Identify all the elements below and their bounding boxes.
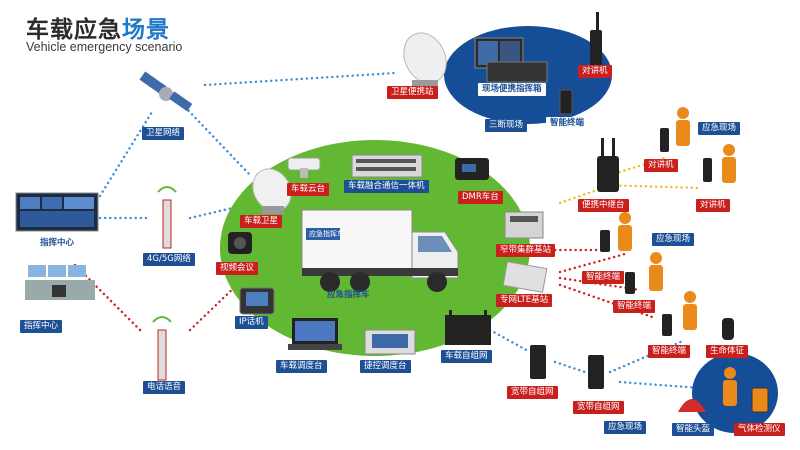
label-command-vehicle: 应急指挥车 [327, 290, 370, 300]
label-portable-relay: 便携中继台 [578, 199, 629, 212]
narrowband-base-icon [504, 211, 544, 239]
label-sanduan: 三断现场 [485, 119, 528, 132]
label-smart-r1: 智能终端 [582, 271, 625, 284]
responder-4-icon [649, 252, 663, 291]
label-phone-voice: 电话语音 [143, 381, 186, 394]
label-walkie-r1: 对讲机 [644, 159, 678, 172]
control-dispatch-console-icon [364, 329, 416, 355]
line-adhoc-wb1 [488, 328, 532, 354]
label-command-center-2: 指挥中心 [20, 320, 63, 333]
fusion-comm-unit-icon [351, 154, 423, 178]
line-phone-video [188, 280, 242, 332]
responders [618, 107, 737, 406]
smart-terminal-top-icon [559, 89, 573, 115]
vehicle-adhoc-router-icon [445, 310, 491, 345]
label-satellite-network: 卫星网络 [142, 127, 185, 140]
line-wb1-wb2 [553, 360, 587, 374]
ip-phone-icon [239, 287, 275, 315]
label-vital-signs: 生命体征 [706, 345, 749, 358]
video-conference-camera-icon [228, 232, 252, 254]
vehicle-satellite-dish-icon [252, 168, 292, 214]
portable-relay-icon [597, 138, 619, 192]
line-wb2-bottom [618, 380, 702, 390]
label-walkie-r2: 对讲机 [696, 199, 730, 212]
label-video-conf: 视频会议 [216, 262, 259, 275]
walkie-top-icon [590, 12, 602, 66]
command-desk-icon [25, 265, 95, 300]
responder-6-icon [723, 367, 737, 406]
gimbal-camera-icon [287, 157, 321, 178]
command-truck-icon [301, 209, 459, 292]
title-accent: 场景 [122, 17, 170, 43]
label-satellite-portable: 卫星便携站 [387, 86, 438, 99]
vehicle-dispatch-console-icon [288, 318, 342, 350]
label-dmr: DMR车台 [458, 191, 503, 204]
line-relay-b [598, 183, 702, 190]
smart-r2-icon [625, 272, 635, 294]
label-command-center-1: 指挥中心 [40, 238, 75, 248]
label-scene-mid: 应急现场 [652, 233, 695, 246]
line-lte-a [558, 252, 627, 274]
dmr-radio-icon [455, 158, 489, 180]
tower-phone-icon [152, 316, 172, 381]
label-smart-r3: 智能终端 [648, 345, 691, 358]
label-vehicle-gimbal: 车载云台 [287, 183, 330, 196]
wideband-2-icon [588, 355, 604, 389]
label-scene-right-top: 应急现场 [698, 122, 741, 135]
command-center-screens-icon [15, 192, 99, 232]
smart-r1-icon [600, 230, 610, 252]
lte-base-icon [502, 261, 548, 293]
gas-detector-icon [751, 387, 769, 413]
walkie-r1-icon [660, 128, 669, 152]
label-vehicle-adhoc: 车载自组网 [441, 350, 492, 363]
vital-band-icon [722, 318, 734, 340]
line-lte-c [558, 283, 657, 320]
responder-3-icon [618, 212, 632, 251]
line-wb2-vital [608, 338, 687, 374]
line-center-satnet [98, 110, 154, 198]
label-gas-detector: 气体检测仪 [734, 423, 785, 436]
line-satnet-vsat [183, 105, 252, 177]
label-wideband-2: 宽带自组网 [573, 401, 624, 414]
label-smart-terminal-top: 智能终端 [546, 117, 589, 130]
page-subtitle: Vehicle emergency scenario [26, 40, 183, 54]
label-vehicle-satellite: 车载卫星 [240, 215, 283, 228]
page-title: 车载应急场景 [26, 10, 170, 44]
right-devices [530, 128, 734, 389]
label-4g5g: 4G/5G网络 [143, 253, 195, 266]
label-ip-phone: IP话机 [235, 316, 268, 329]
responder-2-icon [722, 144, 736, 183]
portable-command-box-icon [474, 37, 548, 83]
wideband-1-icon [530, 345, 546, 379]
label-smart-r2: 智能终端 [613, 300, 656, 313]
label-scene-bottom: 应急现场 [604, 421, 647, 434]
smart-helmet-icon [678, 399, 706, 412]
truck-side-text: 应急指挥车 [309, 230, 344, 238]
title-main: 车载应急 [26, 17, 122, 43]
label-narrowband-base: 窄带集群基站 [496, 244, 556, 257]
satellite-icon [139, 71, 193, 112]
smart-r3-icon [662, 314, 672, 336]
label-smart-helmet: 智能头盔 [672, 423, 715, 436]
walkie-r2-icon [703, 158, 712, 182]
line-satnet-portable [203, 71, 397, 87]
label-vehicle-dispatch: 车载调度台 [276, 360, 327, 373]
label-lte-base: 专网LTE基站 [496, 294, 553, 307]
label-fusion-comm: 车载融合通信一体机 [344, 180, 429, 193]
label-wideband-1: 宽带自组网 [507, 386, 558, 399]
label-walkie-top: 对讲机 [578, 65, 612, 78]
label-control-dispatch: 捷控调度台 [360, 360, 411, 373]
responder-5-icon [683, 291, 697, 330]
label-portable-command-box: 现场便携指挥箱 [478, 83, 546, 96]
responder-1-icon [676, 107, 690, 146]
line-relay-walkie1 [558, 180, 622, 205]
satellite-dish-portable-icon [403, 32, 447, 88]
tower-4g5g-icon [157, 186, 177, 249]
